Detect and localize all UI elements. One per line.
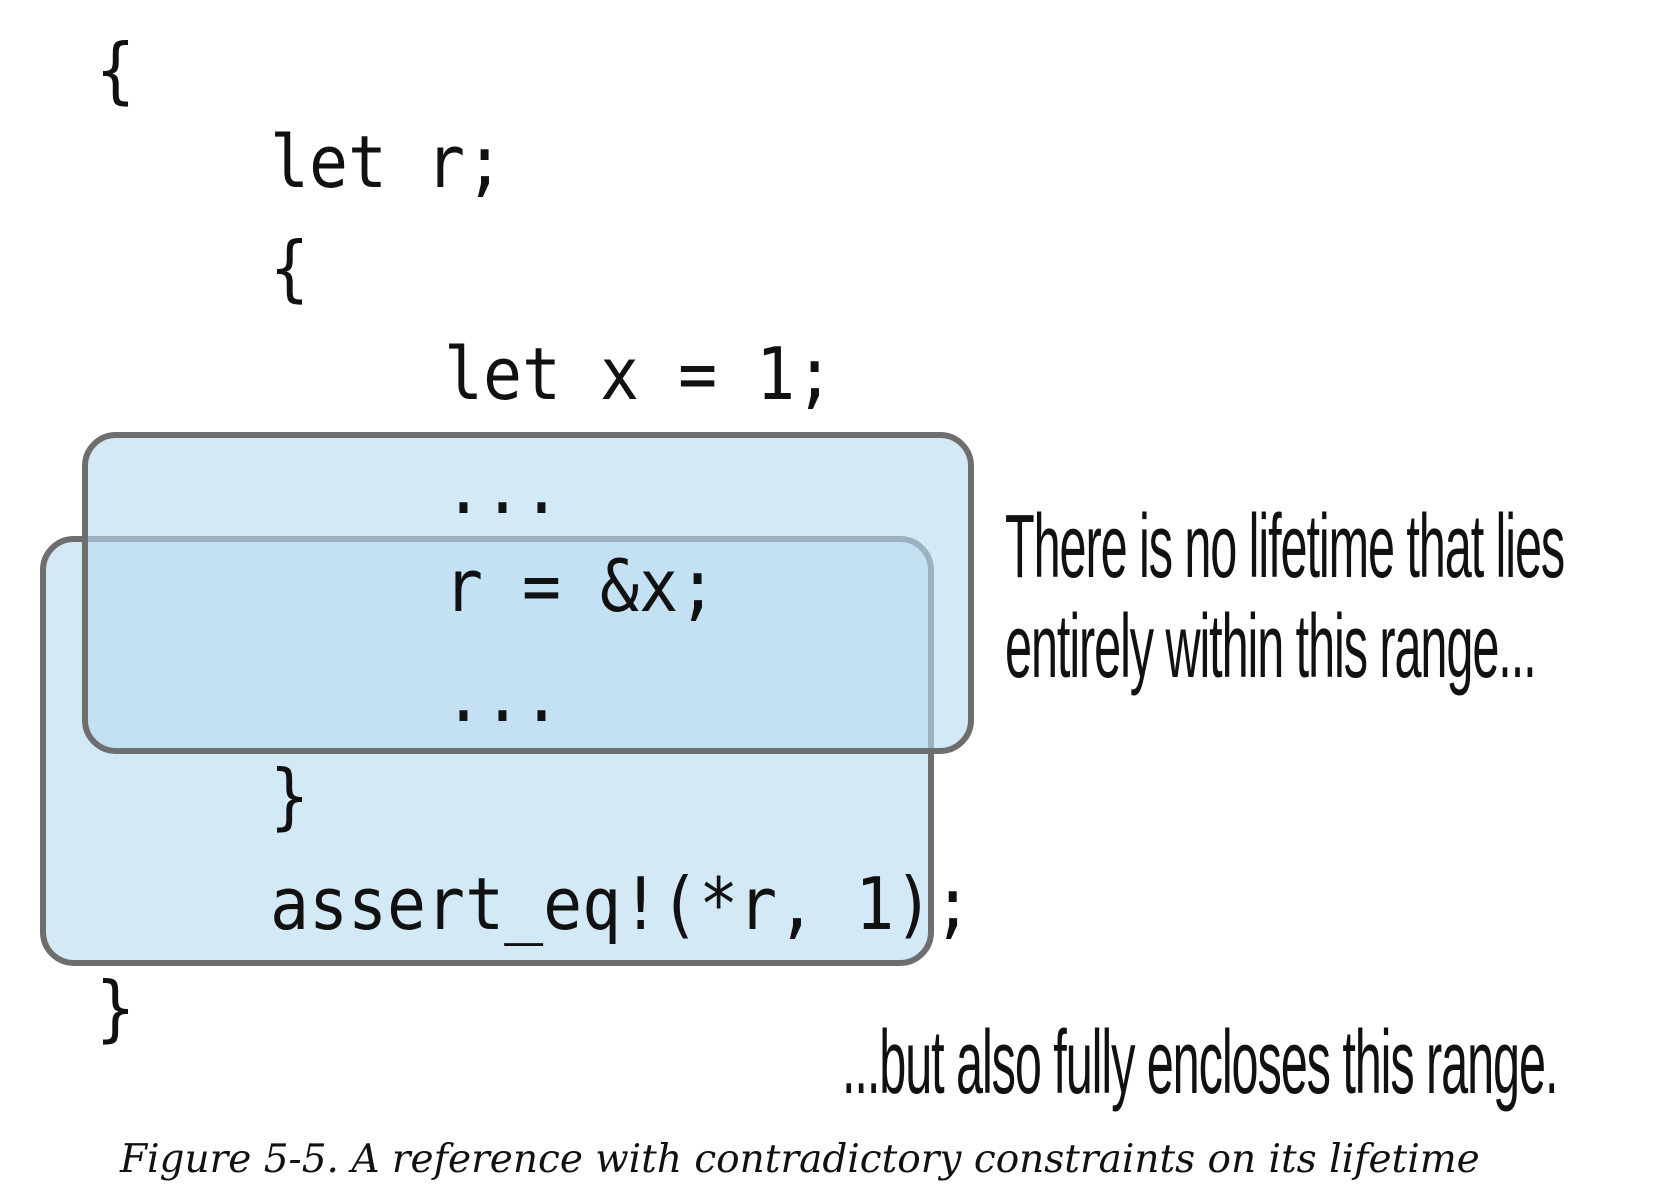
- figure-caption: Figure 5-5. A reference with contradicto…: [120, 1137, 1480, 1182]
- code-line-inner-close-brace: }: [270, 754, 310, 838]
- code-line-outer-open-brace: {: [96, 28, 136, 112]
- code-line-let-r: let r;: [270, 120, 505, 204]
- code-line-borrow-x: r = &x;: [444, 544, 718, 628]
- inner-range-annotation-line1: There is no lifetime that lies: [1005, 497, 1565, 597]
- code-line-ellipsis-after: ...: [444, 654, 562, 738]
- code-line-outer-close-brace: }: [96, 966, 136, 1050]
- inner-lifetime-range: [82, 432, 974, 754]
- code-line-assert-eq: assert_eq!(*r, 1);: [270, 862, 973, 946]
- code-line-inner-open-brace: {: [270, 226, 310, 310]
- outer-range-annotation: ...but also fully encloses this range.: [842, 1013, 1558, 1113]
- code-line-let-x: let x = 1;: [444, 332, 835, 416]
- code-line-ellipsis-before: ...: [444, 446, 562, 530]
- inner-range-annotation-line2: entirely within this range...: [1005, 597, 1537, 697]
